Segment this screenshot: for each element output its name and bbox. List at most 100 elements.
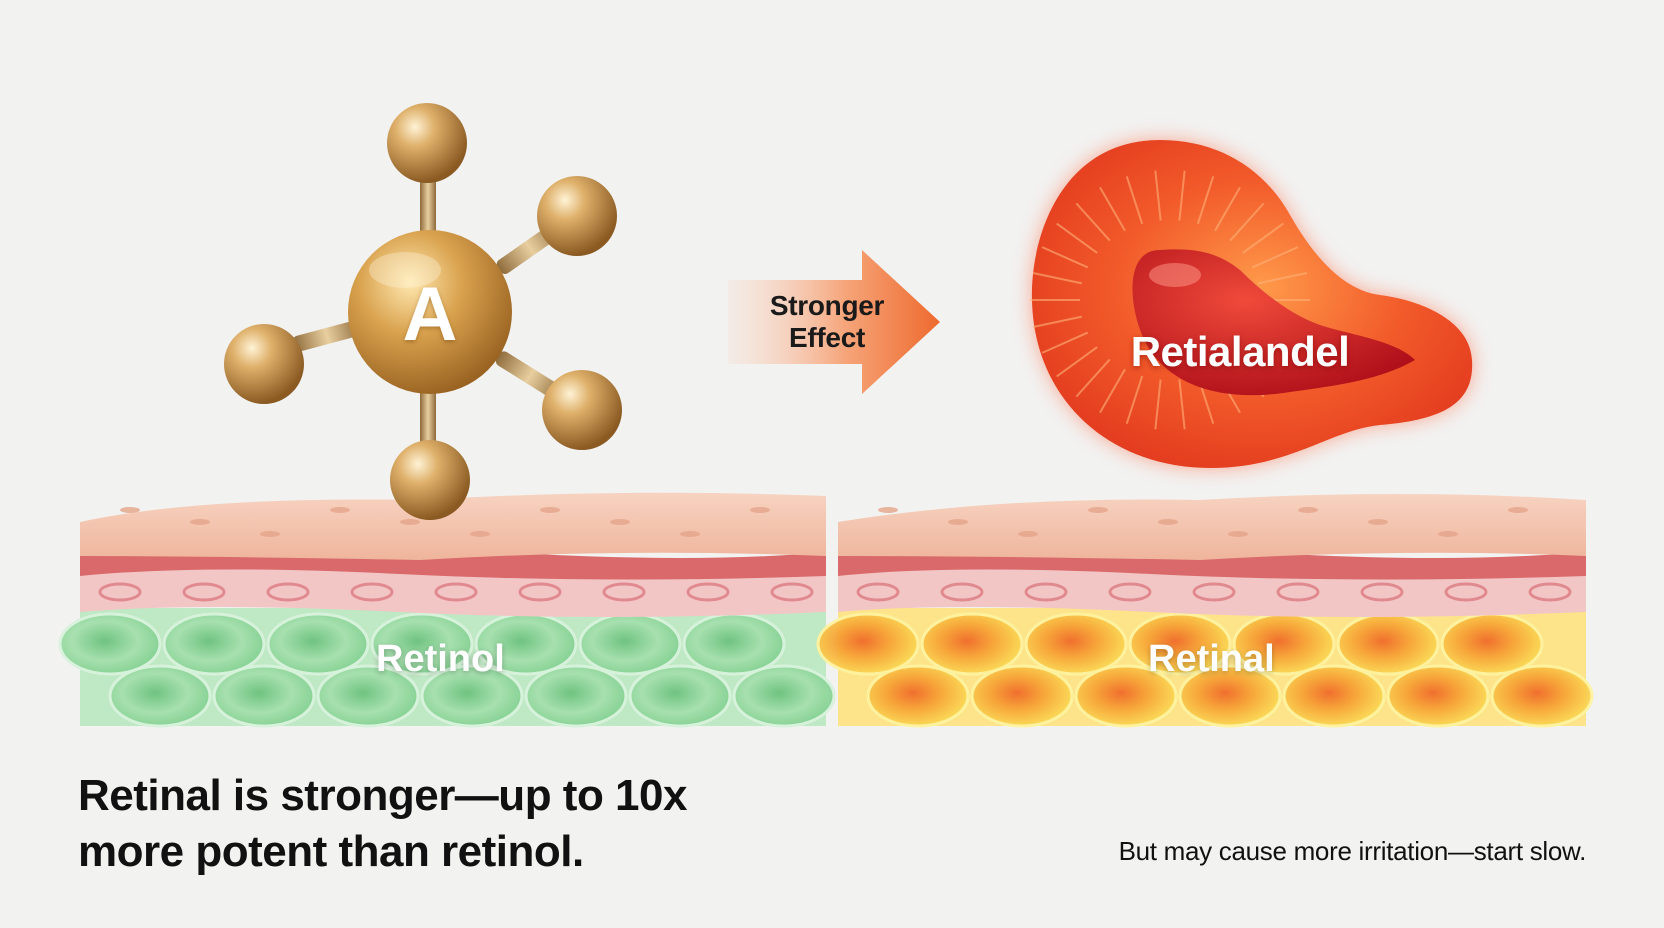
blob-ray <box>1075 202 1111 242</box>
skin-cell <box>370 612 474 676</box>
skin-cell <box>1024 612 1128 676</box>
skin-pore <box>470 531 490 537</box>
skin-pore <box>1158 519 1178 525</box>
skin-cell <box>1490 664 1594 728</box>
skin-slab-right <box>816 494 1594 728</box>
skin-oval <box>1444 582 1488 602</box>
skin-cell <box>1074 664 1178 728</box>
blob-ray <box>1257 271 1308 285</box>
skin-pore <box>610 519 630 525</box>
skin-pore <box>750 507 770 513</box>
skin-pore <box>330 507 350 513</box>
skin-cell <box>578 612 682 676</box>
skin-slab-left <box>58 492 836 728</box>
stronger-effect-arrow <box>728 250 940 394</box>
blob-ray <box>1242 222 1284 254</box>
skin-pore <box>1368 519 1388 525</box>
skin-pore <box>400 519 420 525</box>
blob-ray <box>1032 271 1083 285</box>
blob-ray <box>1032 315 1083 329</box>
blob-ray <box>1229 202 1265 242</box>
arrow-label-line1: Stronger <box>769 290 885 321</box>
skin-pore <box>1088 507 1108 513</box>
skin-oval <box>98 582 142 602</box>
skin-pore <box>948 519 968 525</box>
skin-oval <box>1108 582 1152 602</box>
headline-line2: more potent than retinol. <box>78 827 584 876</box>
skin-oval <box>518 582 562 602</box>
blob-ray <box>1196 176 1215 225</box>
arrow-label: Stronger Effect <box>752 290 902 354</box>
skin-cell <box>1336 612 1440 676</box>
skin-oval <box>686 582 730 602</box>
skin-oval <box>350 582 394 602</box>
skin-pore <box>878 507 898 513</box>
blob-ray <box>1056 222 1098 254</box>
blob-ray <box>1099 368 1126 414</box>
skin-oval <box>856 582 900 602</box>
skin-cell <box>212 664 316 728</box>
skin-pore <box>1228 531 1248 537</box>
retinal-blob-icon <box>1030 140 1473 468</box>
arrow-label-line2: Effect <box>789 322 865 353</box>
skin-pore <box>120 507 140 513</box>
blob-ray <box>1178 170 1186 221</box>
headline: Retinal is stronger—up to 10x more poten… <box>78 768 978 880</box>
skin-oval <box>940 582 984 602</box>
skin-oval <box>1360 582 1404 602</box>
skin-oval <box>1528 582 1572 602</box>
blob-ray <box>1251 246 1299 269</box>
blob-ray <box>1214 186 1241 232</box>
blob-ray <box>1125 176 1144 225</box>
skin-cell <box>420 664 524 728</box>
skin-oval <box>1276 582 1320 602</box>
retinol-label: Retinol <box>376 638 505 680</box>
skin-cell <box>970 664 1074 728</box>
blob-ray <box>1125 375 1144 424</box>
skin-oval <box>266 582 310 602</box>
skin-pore <box>1018 531 1038 537</box>
skin-pore <box>680 531 700 537</box>
headline-line1: Retinal is stronger—up to 10x <box>78 771 687 820</box>
skin-cell <box>524 664 628 728</box>
skin-cell <box>920 612 1024 676</box>
irritation-note: But may cause more irritation—start slow… <box>1118 836 1587 866</box>
skin-cell <box>108 664 212 728</box>
retinal-label: Retinal <box>1148 638 1275 680</box>
skin-cell <box>1440 612 1544 676</box>
blob-ray <box>1041 246 1089 269</box>
blob-ray <box>1154 379 1162 430</box>
skin-pore <box>260 531 280 537</box>
skin-pore <box>1298 507 1318 513</box>
blob-ray <box>1178 379 1186 430</box>
blob-ray <box>1056 346 1098 378</box>
skin-cell <box>1282 664 1386 728</box>
skin-pore <box>190 519 210 525</box>
skin-cell <box>732 664 836 728</box>
blob-ray <box>1154 170 1162 221</box>
blob-ray <box>1041 331 1089 354</box>
skin-cell <box>1128 612 1232 676</box>
skin-oval <box>602 582 646 602</box>
skin-cell <box>266 612 370 676</box>
skin-pore <box>540 507 560 513</box>
skin-oval <box>434 582 478 602</box>
skin-cell <box>316 664 420 728</box>
skin-cell <box>682 612 786 676</box>
skin-cell <box>58 612 162 676</box>
skin-cell <box>816 612 920 676</box>
skin-cell <box>628 664 732 728</box>
skin-pore <box>1508 507 1528 513</box>
blob-label: Retialandel <box>1130 328 1350 375</box>
skin-oval <box>182 582 226 602</box>
skin-oval <box>770 582 814 602</box>
skin-oval <box>1192 582 1236 602</box>
blob-ray <box>1075 358 1111 398</box>
skin-cell <box>1386 664 1490 728</box>
skin-cell <box>1178 664 1282 728</box>
skin-pore <box>1438 531 1458 537</box>
blob-ray <box>1099 186 1126 232</box>
skin-cell <box>866 664 970 728</box>
skin-cell <box>162 612 266 676</box>
vitamin-a-molecule-icon <box>224 103 622 520</box>
